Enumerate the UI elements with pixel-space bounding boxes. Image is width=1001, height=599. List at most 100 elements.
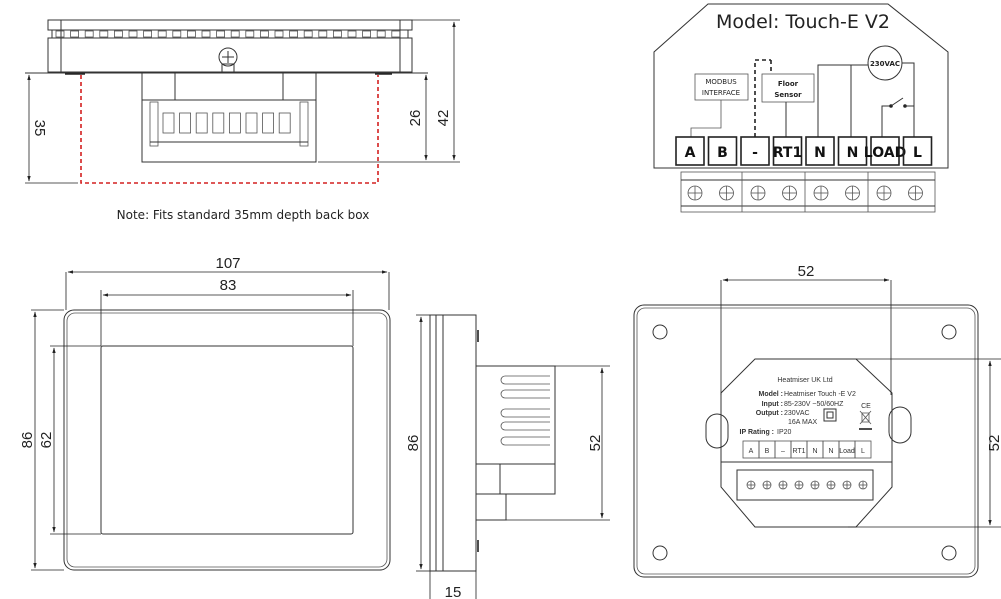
dim-label-side-52: 52 [587,435,604,452]
input-key: Input : [762,401,783,408]
dim-label-107: 107 [215,255,240,272]
dim-label-rear-52-v: 52 [986,435,1001,452]
vent-slot [172,30,182,38]
backbox-note: Note: Fits standard 35mm depth back box [117,208,370,222]
dim-label-86: 86 [19,432,36,449]
screw-icon [218,47,238,67]
front-plate [47,19,413,31]
rear-terminal-label: B [765,448,770,455]
top-view: 35 26 42 Note: Fits standard 35mm depth … [25,19,460,222]
floor-sensor-label-2: Sensor [774,91,802,99]
vent-slot [230,30,240,38]
vent-slot [216,30,226,38]
rear-terminal-label: L [861,448,865,455]
mount-hole-br [941,545,957,561]
dim-label-side-86: 86 [405,435,422,452]
vent-slot [157,30,167,38]
terminal-slot [262,112,275,134]
wiring-terminal-label: - [752,145,758,161]
front-bezel [63,309,391,571]
dim-label-35: 35 [31,120,48,137]
vent-slot [303,30,313,38]
ce-mark-icon: CE [861,403,871,410]
mount-hole-bl [652,545,668,561]
vent-slot [99,30,109,38]
fin [500,375,550,385]
vent-slot [201,30,211,38]
housing [47,37,413,73]
rear-terminal-strip [736,469,874,501]
modbus-label: MODBUS [705,78,737,86]
dim-label-26: 26 [407,110,424,127]
wiring-terminal [740,136,770,166]
fin [500,421,550,431]
wiring-terminal-label: LOAD [864,145,906,161]
vent-slot [289,30,299,38]
vent-slot [128,30,138,38]
vent-slot [362,30,372,38]
terminal-slot [162,112,175,134]
rear-terminal-label: RT1 [792,448,805,455]
fin [500,408,550,418]
supply-label: 230VAC [870,60,900,68]
rear-plate [633,304,979,578]
vent-slot [274,30,284,38]
terminal-slot [278,112,291,134]
dim-label-62: 62 [38,432,55,449]
rear-terminal-label: – [781,448,785,455]
vent-slots [55,30,401,38]
vent-slot [259,30,269,38]
vent-slot [391,30,401,38]
wiring-terminal-label: B [717,145,728,161]
wiring-terminal [805,136,835,166]
wiring-outline [653,3,949,169]
wiring-terminal-label: N [847,145,859,161]
wiring-terminal [772,136,803,166]
vent-slot [84,30,94,38]
side-mechanism [475,365,556,465]
terminal-slots [162,112,291,134]
vent-slot [143,30,153,38]
output-key: Output : [756,410,783,417]
rear-screws [746,480,868,490]
vent-slot [376,30,386,38]
cooling-fins [500,375,550,446]
wiring-terminal-label: A [685,145,696,161]
mechanism-body [141,99,317,163]
fin [500,436,550,446]
modbus-box [694,73,749,101]
dim-label-42: 42 [435,110,452,127]
modbus-label-2: INTERFACE [702,89,740,97]
terminal-block [680,171,936,213]
wiring-terminal-label: RT1 [773,145,802,161]
side-view: 52 86 15 [405,314,610,599]
output-value: 230VAC [784,410,810,417]
rear-module [720,358,893,528]
wiring-terminal [707,136,738,166]
vent-slot [347,30,357,38]
floor-sensor-label: Floor [778,80,799,88]
wiring-diagram: Model: Touch-E V2 MODBUS INTERFACE Floor… [653,3,949,213]
terminal-slot [245,112,258,134]
front-view: 107 83 86 62 [19,255,391,571]
output-value-2: 16A MAX [788,419,818,426]
vent-slot [318,30,328,38]
dim-label-83: 83 [220,277,237,294]
mechanism-top [141,72,317,101]
keyhole-left [705,413,729,449]
model-key: Model : [759,391,784,398]
input-value: 85-230V ~50/60HZ [784,401,844,408]
mount-hole-tr [941,324,957,340]
rear-terminal-label: Load [839,448,855,455]
wiring-terminal-label: N [814,145,826,161]
ip-key: IP Rating : [740,429,774,436]
wiring-terminal [902,136,933,166]
terminal-slot [179,112,192,134]
model-title: Model: Touch-E V2 [716,11,890,33]
dim-label-15: 15 [445,584,462,599]
maker-label: Heatmiser UK Ltd [777,377,832,384]
floor-sensor-box [761,73,815,103]
